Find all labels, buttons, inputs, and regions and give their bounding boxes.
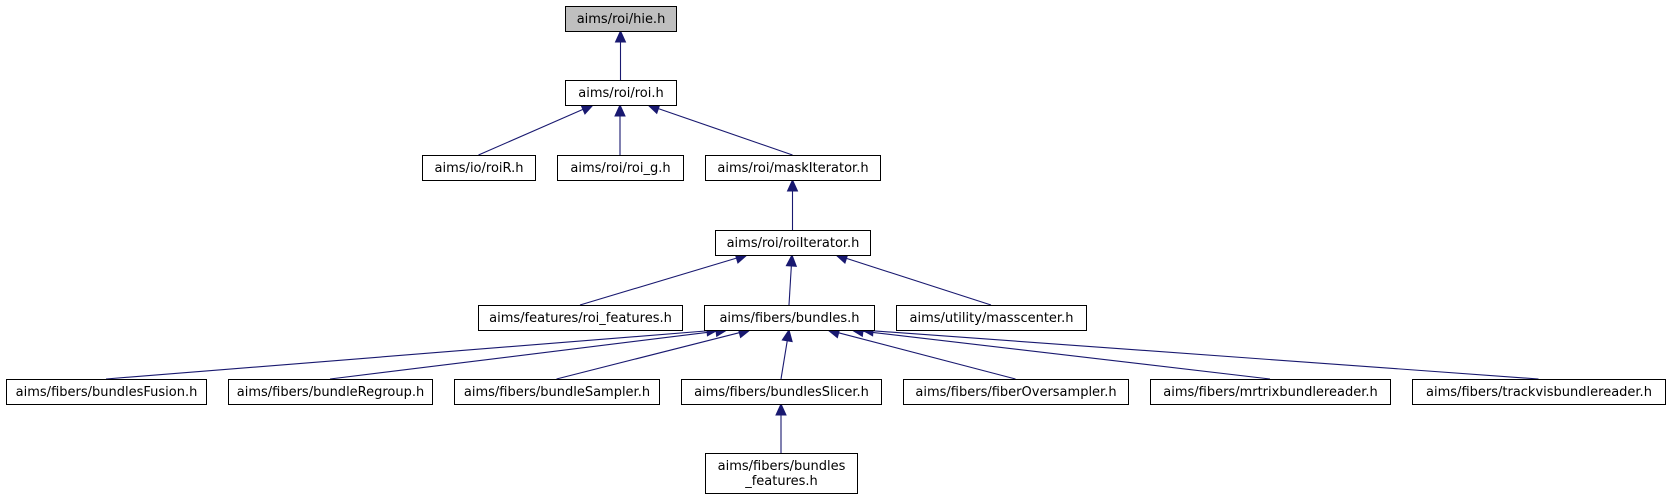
node-label: aims/roi/roi.h — [578, 86, 663, 101]
node-box — [228, 379, 433, 405]
node-label: aims/features/roi_features.h — [489, 311, 672, 326]
node-masscenter[interactable]: aims/utility/masscenter.h — [896, 305, 1087, 331]
node-box — [478, 305, 683, 331]
edge-line — [478, 108, 584, 156]
node-box — [6, 379, 207, 405]
node-label: aims/io/roiR.h — [435, 161, 524, 176]
edge-maskIter-to-roi — [646, 103, 793, 156]
node-label: aims/fibers/bundlesFusion.h — [16, 385, 198, 400]
node-fOversamp[interactable]: aims/fibers/fiberOversampler.h — [903, 379, 1129, 405]
edge-roi_g-to-roi — [614, 103, 626, 155]
edge-masscenter-to-roiIter — [834, 253, 992, 306]
node-label: aims/fibers/bundles.h — [719, 311, 859, 326]
node-label: aims/roi/roi_g.h — [570, 161, 670, 176]
node-bFusion[interactable]: aims/fibers/bundlesFusion.h — [6, 379, 207, 405]
node-label: aims/fibers/bundles — [718, 459, 846, 474]
node-roi_g[interactable]: aims/roi/roi_g.h — [557, 155, 684, 181]
node-roiFeat[interactable]: aims/features/roi_features.h — [478, 305, 683, 331]
node-box — [1150, 379, 1391, 405]
node-maskIter[interactable]: aims/roi/maskIterator.h — [705, 155, 881, 181]
edge-line — [780, 340, 788, 380]
edge-roiR-to-roi — [478, 104, 595, 156]
arrowhead-icon — [614, 29, 627, 43]
node-hie: aims/roi/hie.h — [565, 6, 677, 32]
node-box — [896, 305, 1087, 331]
edge-line — [838, 332, 1016, 380]
graph-nodes: aims/roi/hie.h aims/roi/roi.h aims/io/roiR… — [6, 6, 1666, 494]
arrowhead-icon — [775, 402, 787, 416]
edge-line — [658, 108, 793, 156]
edge-bFusion-to-bundles — [105, 325, 720, 380]
node-label: aims/roi/hie.h — [577, 12, 666, 27]
graph-edges — [105, 29, 1539, 453]
node-box — [557, 155, 684, 181]
node-box — [565, 80, 677, 106]
node-box — [705, 155, 881, 181]
node-label: aims/fibers/trackvisbundlereader.h — [1426, 385, 1652, 400]
node-label: aims/fibers/mrtrixbundlereader.h — [1163, 385, 1377, 400]
arrowhead-icon — [781, 328, 793, 343]
node-label: aims/fibers/bundleRegroup.h — [237, 385, 425, 400]
node-box — [454, 379, 660, 405]
edge-line — [105, 330, 708, 380]
node-label: _features.h — [744, 474, 818, 489]
edge-line — [862, 330, 1271, 380]
edge-roiIter-to-maskIter — [786, 178, 799, 230]
node-box — [715, 230, 871, 256]
node-bRegroup[interactable]: aims/fibers/bundleRegroup.h — [228, 379, 433, 405]
edge-fOversamp-to-bundles — [826, 327, 1016, 380]
edge-line — [556, 332, 740, 380]
arrowhead-icon — [580, 104, 595, 115]
node-box — [903, 379, 1129, 405]
node-box — [705, 453, 858, 494]
node-bundles[interactable]: aims/fibers/bundles.h — [704, 305, 875, 331]
arrowhead-icon — [785, 253, 798, 267]
edge-line — [846, 257, 992, 306]
node-roi[interactable]: aims/roi/roi.h — [565, 80, 677, 106]
node-bSampler[interactable]: aims/fibers/bundleSampler.h — [454, 379, 660, 405]
edge-line — [579, 257, 737, 306]
node-box — [565, 6, 677, 32]
node-roiR[interactable]: aims/io/roiR.h — [422, 155, 536, 181]
node-box — [704, 305, 875, 331]
node-bFeatures[interactable]: aims/fibers/bundles_features.h — [705, 453, 858, 494]
node-label: aims/roi/maskIterator.h — [717, 161, 868, 176]
node-mrtrix[interactable]: aims/fibers/mrtrixbundlereader.h — [1150, 379, 1391, 405]
edge-bSlicer-to-bundles — [780, 328, 793, 380]
node-bSlicer[interactable]: aims/fibers/bundlesSlicer.h — [681, 379, 882, 405]
node-label: aims/fibers/bundleSampler.h — [464, 385, 650, 400]
edge-line — [788, 265, 792, 306]
edge-roiFeat-to-roiIter — [579, 252, 749, 306]
arrowhead-icon — [786, 178, 799, 192]
node-box — [1412, 379, 1666, 405]
node-label: aims/fibers/bundlesSlicer.h — [694, 385, 869, 400]
edge-line — [329, 330, 717, 380]
edge-bundles-to-roiIter — [785, 253, 798, 306]
arrowhead-icon — [614, 103, 626, 117]
edge-roi-to-hie — [614, 29, 627, 80]
node-box — [422, 155, 536, 181]
node-box — [681, 379, 882, 405]
edge-line — [872, 330, 1539, 380]
node-roiIter[interactable]: aims/roi/roiIterator.h — [715, 230, 871, 256]
node-label: aims/fibers/fiberOversampler.h — [915, 385, 1116, 400]
node-label: aims/utility/masscenter.h — [910, 311, 1074, 326]
node-trackvis[interactable]: aims/fibers/trackvisbundlereader.h — [1412, 379, 1666, 405]
node-label: aims/roi/roiIterator.h — [727, 236, 860, 251]
edge-bFeatures-to-bSlicer — [775, 402, 787, 453]
